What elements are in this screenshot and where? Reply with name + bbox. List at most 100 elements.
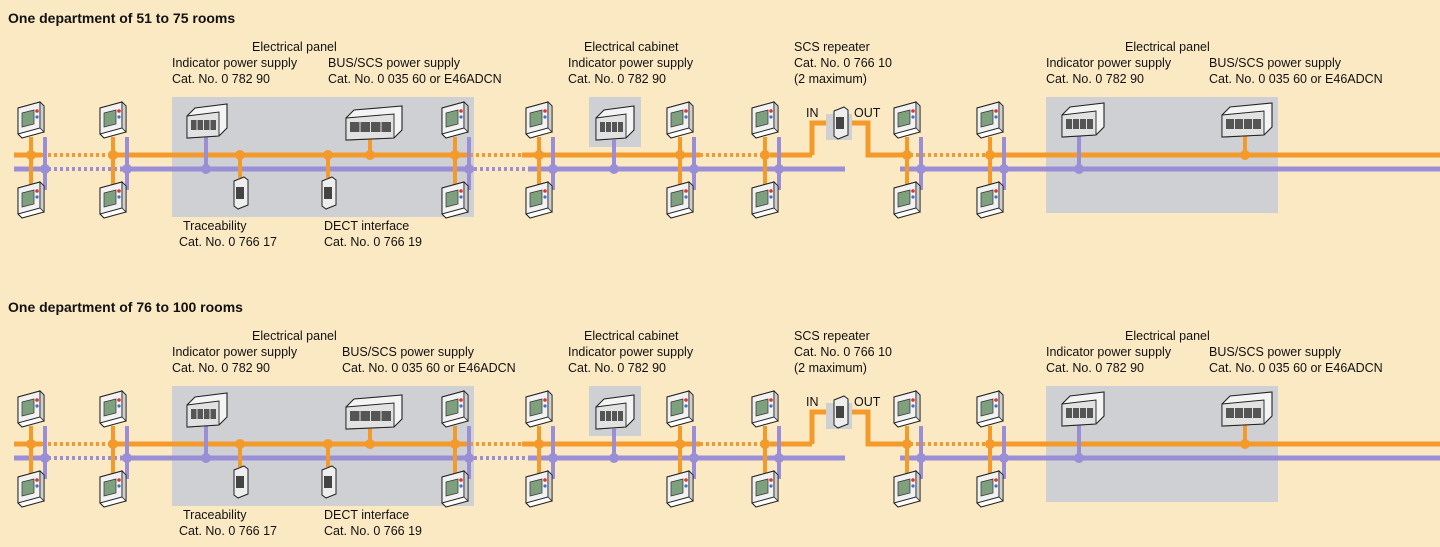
power-supply-module-icon bbox=[1062, 392, 1104, 426]
purple-junction bbox=[122, 164, 132, 174]
repeater-cat: Cat. No. 0 766 10 bbox=[794, 56, 892, 71]
room-call-unit-icon bbox=[100, 391, 126, 427]
room-call-unit-icon bbox=[667, 182, 693, 218]
indicator-psu-name: Indicator power supply bbox=[172, 56, 297, 71]
orange-junction bbox=[760, 439, 770, 449]
power-supply-module-icon bbox=[1062, 103, 1104, 137]
traceability-cat: Cat. No. 0 766 17 bbox=[179, 524, 277, 539]
room-call-unit-icon bbox=[100, 102, 126, 138]
purple-junction bbox=[464, 164, 474, 174]
dect-name: DECT interface bbox=[324, 219, 409, 234]
section-title: One department of 76 to 100 rooms bbox=[8, 300, 243, 315]
panel-title: Electrical panel bbox=[1125, 40, 1210, 55]
room-call-unit-icon bbox=[894, 471, 920, 507]
traceability-name: Traceability bbox=[183, 219, 246, 234]
din-rail-module-icon bbox=[834, 396, 848, 428]
cabinet-psu-name: Indicator power supply bbox=[568, 56, 693, 71]
purple-junction bbox=[689, 164, 699, 174]
orange-junction bbox=[675, 150, 685, 160]
room-call-unit-icon bbox=[752, 102, 778, 138]
room-call-unit-icon bbox=[977, 471, 1003, 507]
bus-psu-cat: Cat. No. 0 035 60 or E46ADCN bbox=[342, 361, 516, 376]
din-rail-module-icon bbox=[234, 466, 248, 498]
room-call-unit-icon bbox=[18, 182, 44, 218]
room-call-unit-icon bbox=[526, 102, 552, 138]
bus-psu-name: BUS/SCS power supply bbox=[1209, 56, 1341, 71]
room-call-unit-icon bbox=[526, 471, 552, 507]
repeater-title: SCS repeater bbox=[794, 40, 870, 55]
purple-junction bbox=[464, 453, 474, 463]
purple-junction bbox=[999, 164, 1009, 174]
orange-junction bbox=[26, 150, 36, 160]
room-call-unit-icon bbox=[442, 102, 468, 138]
purple-junction bbox=[774, 453, 784, 463]
room-call-unit-icon bbox=[100, 182, 126, 218]
repeater-out-label: OUT bbox=[854, 395, 880, 410]
repeater-in-label: IN bbox=[806, 395, 819, 410]
dect-cat: Cat. No. 0 766 19 bbox=[324, 524, 422, 539]
dect-cat: Cat. No. 0 766 19 bbox=[324, 235, 422, 250]
panel-title: Electrical panel bbox=[1125, 329, 1210, 344]
indicator-psu-name: Indicator power supply bbox=[1046, 345, 1171, 360]
purple-junction bbox=[548, 453, 558, 463]
orange-junction bbox=[450, 439, 460, 449]
orange-junction bbox=[108, 439, 118, 449]
room-call-unit-icon bbox=[894, 102, 920, 138]
purple-junction bbox=[916, 164, 926, 174]
purple-junction bbox=[40, 164, 50, 174]
orange-junction bbox=[760, 150, 770, 160]
bus-psu-cat: Cat. No. 0 035 60 or E46ADCN bbox=[1209, 72, 1383, 87]
room-call-unit-icon bbox=[442, 471, 468, 507]
room-call-unit-icon bbox=[894, 391, 920, 427]
room-call-unit-icon bbox=[977, 182, 1003, 218]
room-call-unit-icon bbox=[442, 182, 468, 218]
din-rail-module-icon bbox=[234, 177, 248, 209]
bus-psu-cat: Cat. No. 0 035 60 or E46ADCN bbox=[1209, 361, 1383, 376]
purple-junction bbox=[916, 453, 926, 463]
room-call-unit-icon bbox=[18, 102, 44, 138]
indicator-psu-name: Indicator power supply bbox=[1046, 56, 1171, 71]
power-supply-module-icon bbox=[1222, 392, 1272, 426]
panel-title: Electrical panel bbox=[252, 329, 337, 344]
panel-title: Electrical panel bbox=[252, 40, 337, 55]
room-call-unit-icon bbox=[667, 102, 693, 138]
cabinet-title: Electrical cabinet bbox=[584, 40, 679, 55]
orange-junction bbox=[902, 439, 912, 449]
indicator-psu-cat: Cat. No. 0 782 90 bbox=[1046, 361, 1144, 376]
cabinet-psu-cat: Cat. No. 0 782 90 bbox=[568, 72, 666, 87]
purple-junction bbox=[40, 453, 50, 463]
repeater-cat: Cat. No. 0 766 10 bbox=[794, 345, 892, 360]
bus-psu-name: BUS/SCS power supply bbox=[328, 56, 460, 71]
cabinet-psu-name: Indicator power supply bbox=[568, 345, 693, 360]
repeater-in-label: IN bbox=[806, 106, 819, 121]
room-call-unit-icon bbox=[442, 391, 468, 427]
room-call-unit-icon bbox=[18, 471, 44, 507]
repeater-note: (2 maximum) bbox=[794, 72, 867, 87]
room-call-unit-icon bbox=[526, 391, 552, 427]
purple-junction bbox=[548, 164, 558, 174]
orange-junction bbox=[534, 439, 544, 449]
room-call-unit-icon bbox=[667, 391, 693, 427]
indicator-psu-cat: Cat. No. 0 782 90 bbox=[172, 72, 270, 87]
bus-psu-cat: Cat. No. 0 035 60 or E46ADCN bbox=[328, 72, 502, 87]
purple-junction bbox=[689, 453, 699, 463]
orange-junction bbox=[985, 439, 995, 449]
room-call-unit-icon bbox=[977, 102, 1003, 138]
room-call-unit-icon bbox=[100, 471, 126, 507]
repeater-out-label: OUT bbox=[854, 106, 880, 121]
purple-junction bbox=[999, 453, 1009, 463]
orange-junction bbox=[450, 150, 460, 160]
dect-name: DECT interface bbox=[324, 508, 409, 523]
cabinet-psu-cat: Cat. No. 0 782 90 bbox=[568, 361, 666, 376]
orange-junction bbox=[902, 150, 912, 160]
bus-psu-name: BUS/SCS power supply bbox=[342, 345, 474, 360]
bus-psu-name: BUS/SCS power supply bbox=[1209, 345, 1341, 360]
din-rail-module-icon bbox=[834, 107, 848, 139]
repeater-note: (2 maximum) bbox=[794, 361, 867, 376]
room-call-unit-icon bbox=[977, 391, 1003, 427]
power-supply-module-icon bbox=[1222, 103, 1272, 137]
room-call-unit-icon bbox=[752, 471, 778, 507]
room-call-unit-icon bbox=[667, 471, 693, 507]
power-supply-module-icon bbox=[346, 395, 402, 429]
